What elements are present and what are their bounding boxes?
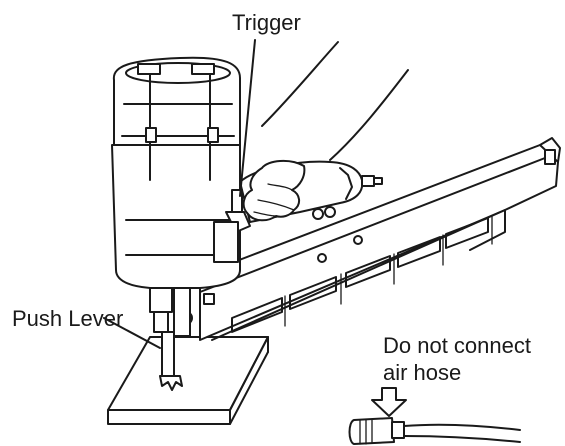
- down-arrow-icon: [371, 387, 407, 417]
- push-lever: [103, 317, 183, 391]
- tool-body: [111, 56, 251, 337]
- wood-board: [107, 336, 269, 425]
- trigger-label: Trigger: [232, 10, 301, 35]
- nail-magazine: [179, 137, 561, 341]
- push-lever-label: Push Lever: [12, 306, 124, 331]
- operator-hand: [242, 41, 409, 222]
- trigger-leader-line: [239, 39, 256, 197]
- hose-warning-line-1: Do not connect: [383, 333, 531, 358]
- hose-warning-line-2: air hose: [383, 360, 462, 385]
- magazine-slots: [231, 217, 489, 333]
- air-hose-coupler: [348, 417, 521, 445]
